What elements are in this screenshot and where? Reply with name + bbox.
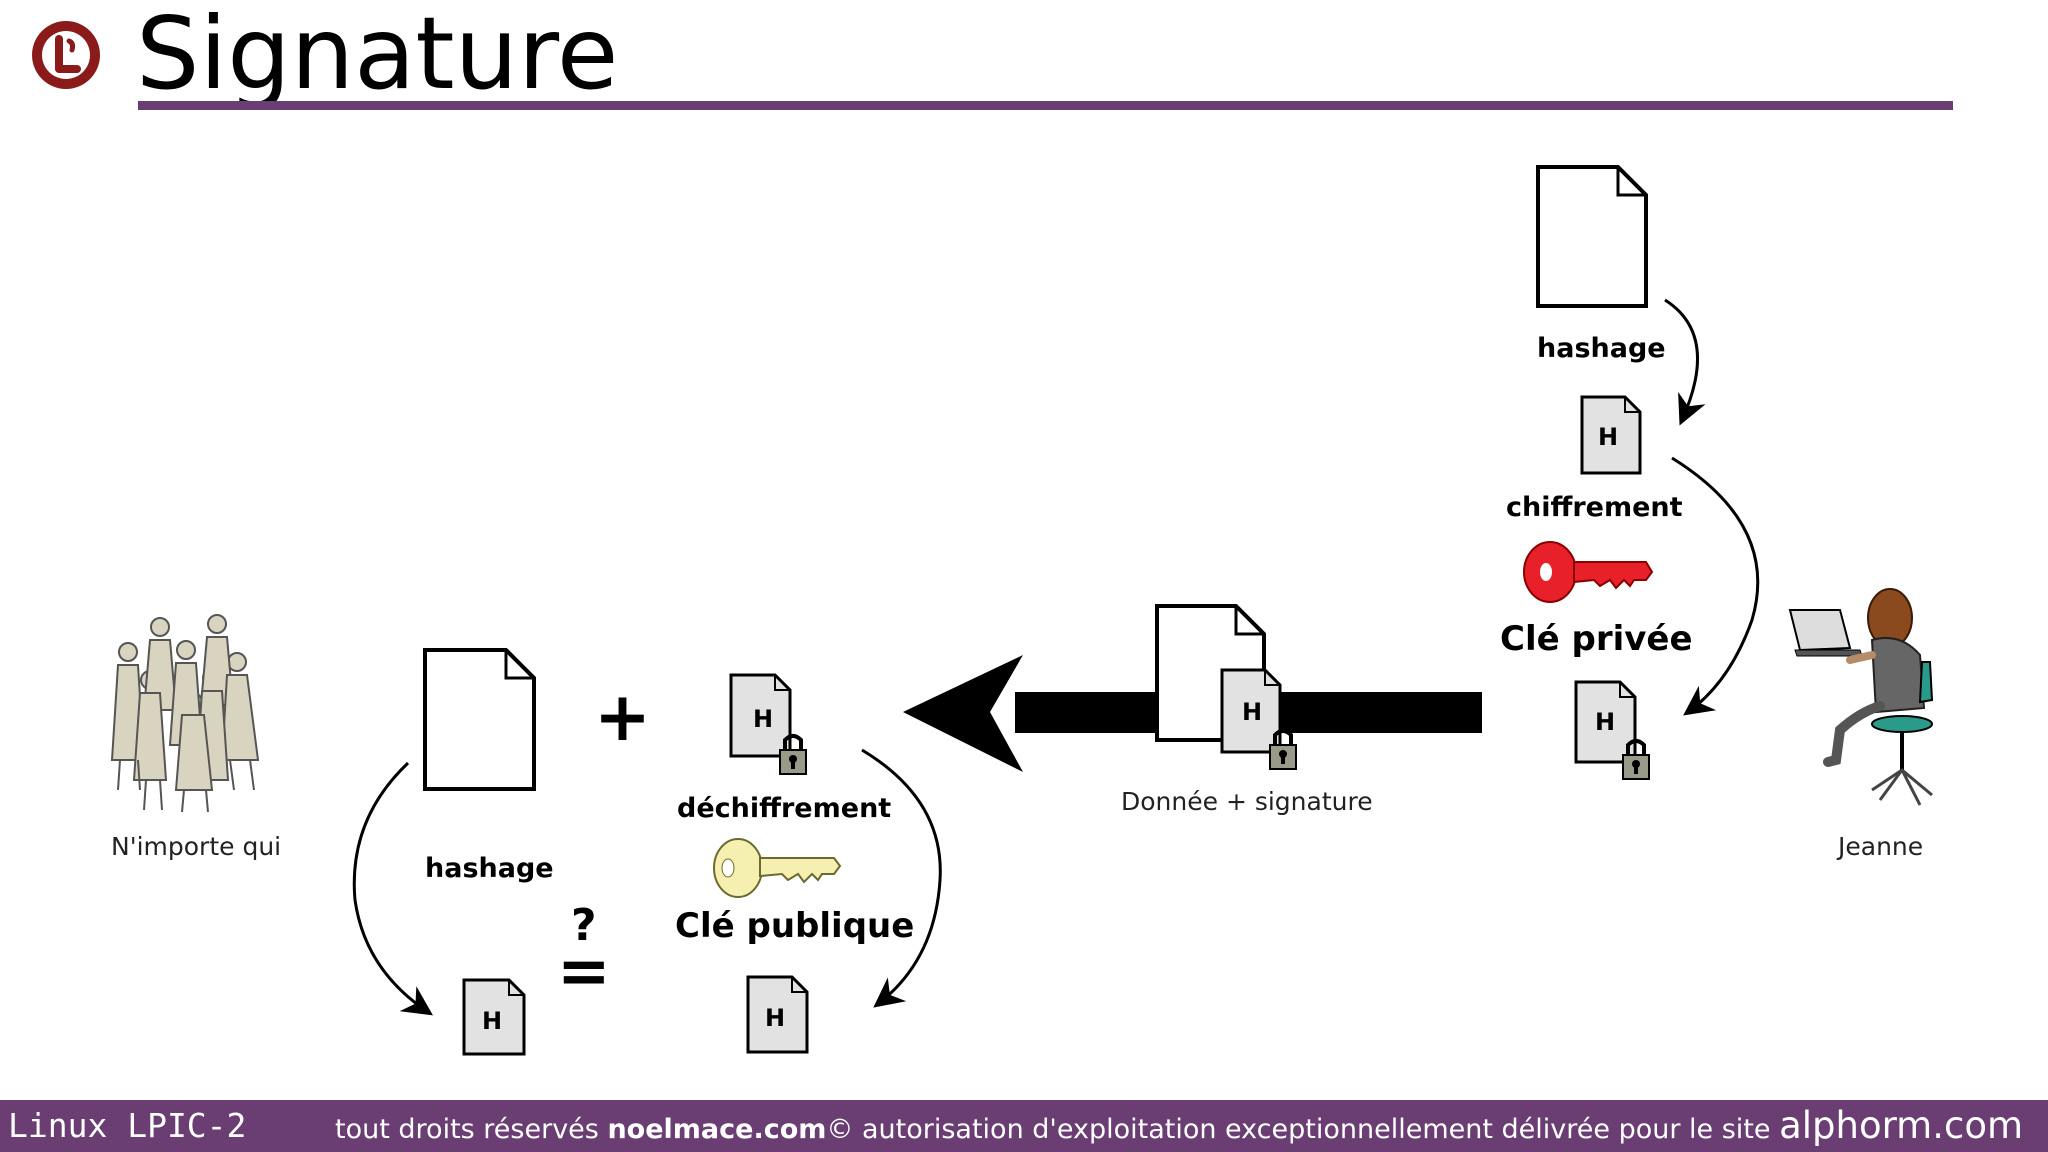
hash-letter: H <box>1598 423 1618 451</box>
signature-diagram: H H H H H H <box>110 165 1934 1056</box>
jeanne-hash-icon <box>1580 395 1642 475</box>
received-document-icon <box>423 648 536 791</box>
hash-letter: H <box>753 705 773 733</box>
recv-hashage-label: hashage <box>425 853 554 884</box>
computed-hash-icon <box>462 978 526 1056</box>
received-signed-hash-icon <box>729 673 808 776</box>
hash-letter: H <box>1595 708 1615 736</box>
course-name: Linux LPIC-2 <box>8 1106 247 1145</box>
jeanne-document-icon <box>1536 165 1648 308</box>
yellow-key-icon <box>713 838 842 898</box>
copyright-notice: tout droits réservés noelmace.com© autor… <box>335 1104 2023 1147</box>
hash-arrow-icon <box>1664 298 1706 426</box>
plus-sign: + <box>594 678 651 757</box>
jeanne-hashage-label: hashage <box>1537 333 1666 364</box>
hash-letter: H <box>1242 698 1262 726</box>
red-key-icon <box>1523 541 1654 603</box>
hash-letter: H <box>482 1007 502 1035</box>
jeanne-chiffrement-label: chiffrement <box>1506 492 1683 523</box>
rights-suffix: © autorisation d'exploitation exceptionn… <box>826 1114 1780 1145</box>
site-name: alphorm.com <box>1779 1104 2023 1147</box>
page-title: Signature <box>136 0 619 112</box>
person-at-laptop-icon <box>1788 588 1934 806</box>
hash-letter: H <box>765 1004 785 1032</box>
jeanne-label: Jeanne <box>1838 832 1924 861</box>
donnee-signature-label: Donnée + signature <box>1121 787 1373 816</box>
recv-hash-arrow-icon <box>352 761 433 1016</box>
encrypt-arrow-icon <box>1671 456 1760 716</box>
cle-publique-label: Clé publique <box>675 906 915 946</box>
lpi-logo-icon <box>32 21 100 89</box>
author-link: noelmace.com <box>607 1114 827 1145</box>
footer-bar: Linux LPIC-2 tout droits réservés noelma… <box>0 1100 2048 1152</box>
nimporte-qui-label: N'importe qui <box>111 832 282 861</box>
decrypted-hash-icon <box>746 975 809 1054</box>
question-mark: ? <box>571 900 597 951</box>
dechiffrement-label: déchiffrement <box>677 793 892 824</box>
cle-privee-label: Clé privée <box>1500 619 1693 659</box>
equals-sign: = <box>557 935 611 1009</box>
rights-prefix: tout droits réservés <box>335 1114 608 1145</box>
jeanne-signed-hash-icon <box>1574 680 1651 781</box>
title-underline <box>138 101 1953 110</box>
signature-hash-icon <box>1220 668 1298 771</box>
decrypt-arrow-icon <box>861 748 942 1008</box>
crowd-icon <box>110 614 260 813</box>
